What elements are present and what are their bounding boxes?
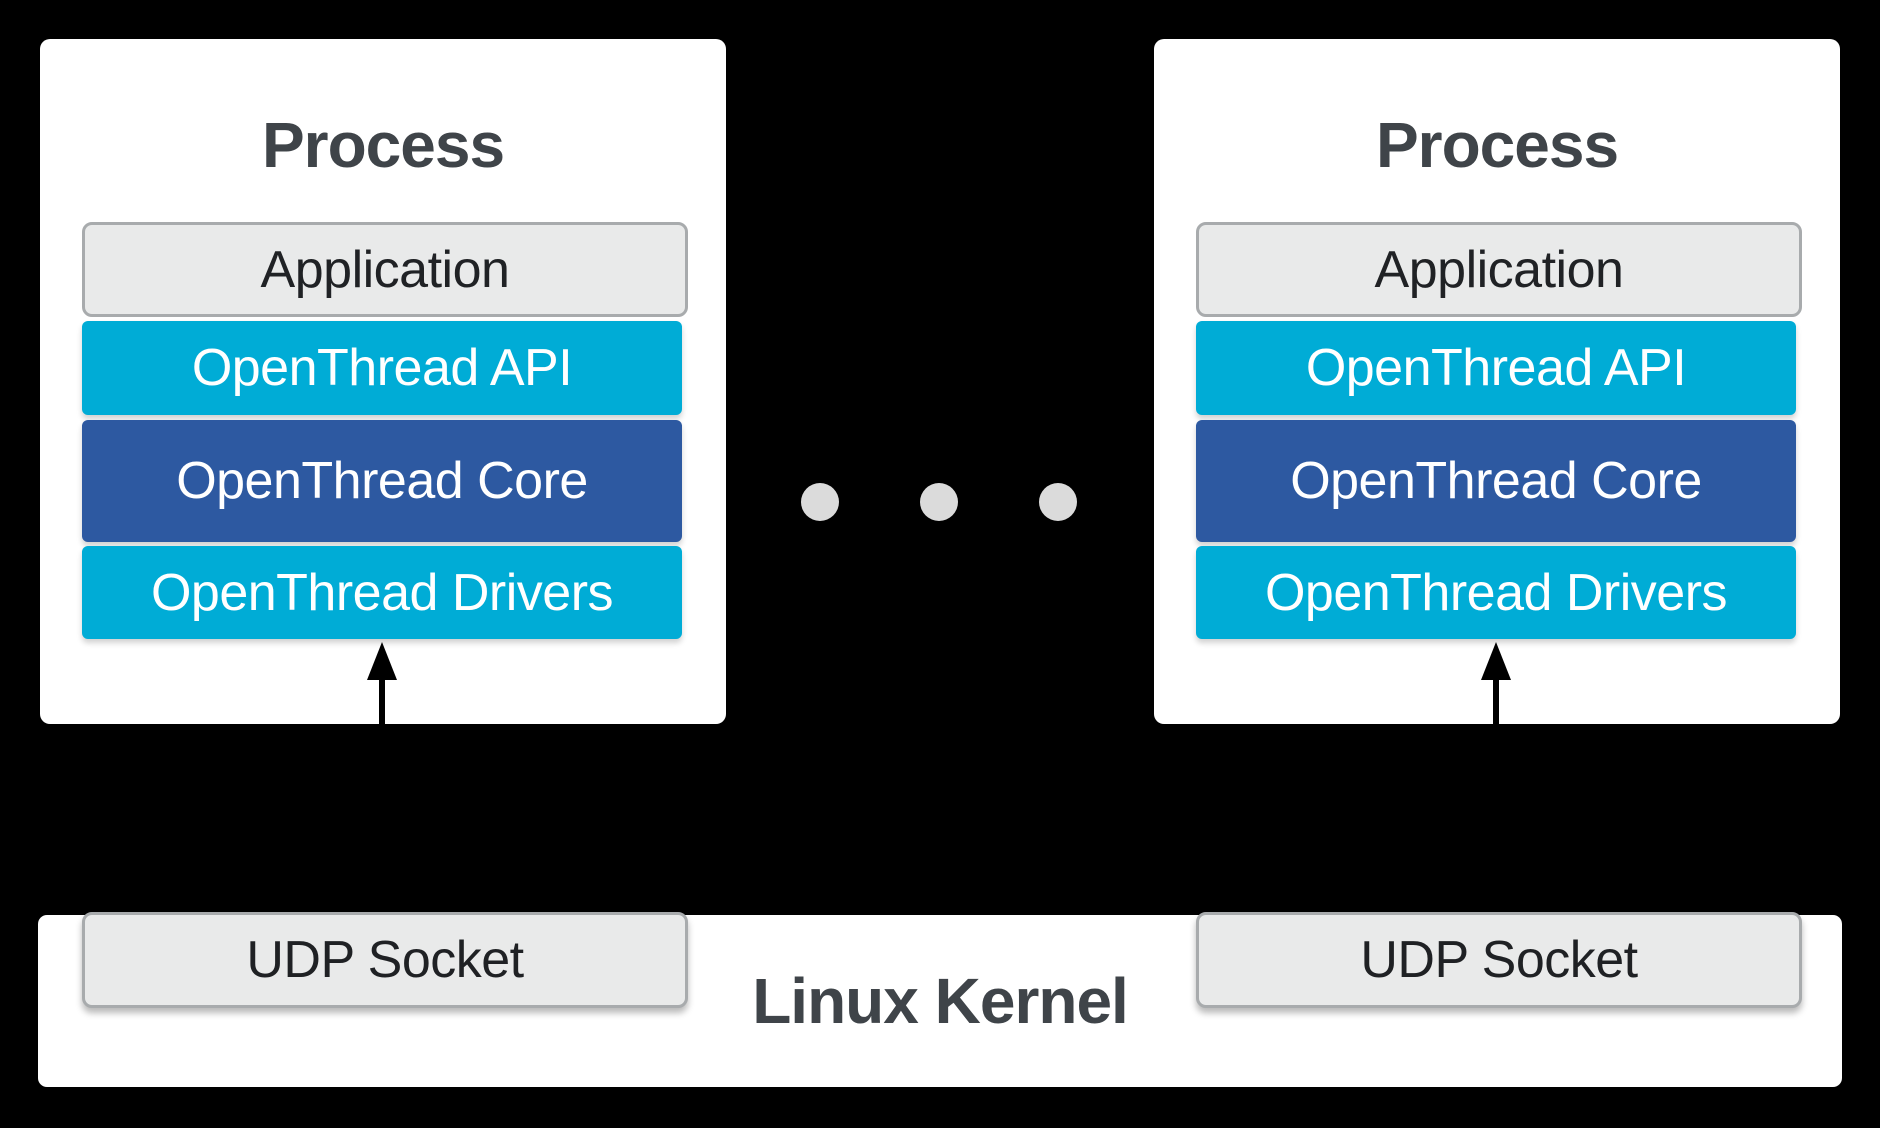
process-title: Process: [261, 109, 505, 181]
udp-socket-label: UDP Socket: [1360, 931, 1638, 989]
linux-kernel-label: Linux Kernel: [752, 965, 1129, 1037]
arrow-shaft: [1493, 677, 1499, 724]
layer-openthread-api-label: OpenThread API: [191, 339, 573, 397]
udp-socket-label: UDP Socket: [246, 931, 524, 989]
ellipsis-dot: [1039, 483, 1077, 521]
layer-openthread-drivers-label: OpenThread Drivers: [150, 563, 614, 622]
process-box-left: Process Application OpenThread API OpenT…: [40, 39, 726, 724]
layer-openthread-drivers: OpenThread Drivers: [1196, 546, 1796, 639]
process-box-right: Process Application OpenThread API OpenT…: [1154, 39, 1840, 724]
layer-openthread-api: OpenThread API: [1196, 321, 1796, 415]
udp-socket-box-right: UDP Socket: [1196, 912, 1802, 1008]
ellipsis-dot: [801, 483, 839, 521]
layer-application-label: Application: [1374, 240, 1624, 299]
layer-openthread-drivers: OpenThread Drivers: [82, 546, 682, 639]
arrow-head: [1481, 642, 1511, 680]
layer-openthread-core: OpenThread Core: [82, 420, 682, 542]
linux-kernel-bar: Linux Kernel UDP Socket UDP Socket: [38, 912, 1842, 1087]
layer-openthread-drivers-label: OpenThread Drivers: [1264, 563, 1728, 622]
layer-application: Application: [1196, 222, 1802, 317]
layer-openthread-core: OpenThread Core: [1196, 420, 1796, 542]
layer-openthread-api: OpenThread API: [82, 321, 682, 415]
process-title: Process: [1375, 109, 1619, 181]
layer-openthread-core-label: OpenThread Core: [1290, 452, 1702, 510]
udp-socket-box-left: UDP Socket: [82, 912, 688, 1008]
arrow-shaft: [379, 677, 385, 724]
layer-openthread-core-label: OpenThread Core: [176, 452, 588, 510]
layer-application-label: Application: [260, 240, 510, 299]
layer-application: Application: [82, 222, 688, 317]
layer-openthread-api-label: OpenThread API: [1305, 339, 1687, 397]
arrow-head: [367, 642, 397, 680]
ellipsis-dot: [920, 483, 958, 521]
